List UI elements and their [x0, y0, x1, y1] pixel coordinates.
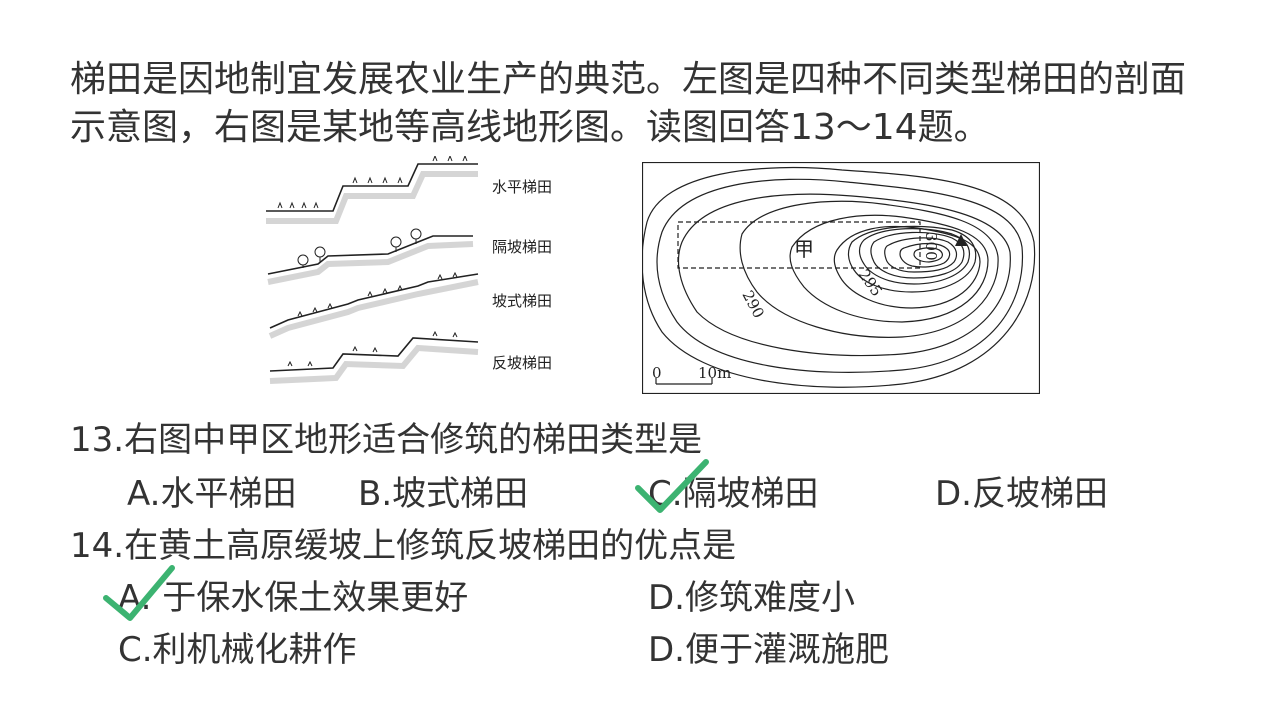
- slope-separated-terrace-profile: [267, 235, 473, 275]
- q14-option-1[interactable]: A. 于保水保土效果更好: [118, 578, 469, 618]
- label-slope-separated-terrace: 隔坡梯田: [492, 238, 552, 256]
- q14-option-2[interactable]: D.修筑难度小: [648, 578, 855, 618]
- intro-text: 梯田是因地制宜发展农业生产的典范。左图是四种不同类型梯田的剖面示意图，右图是某地…: [70, 59, 1187, 148]
- label-sloping-terrace: 坡式梯田: [492, 292, 552, 310]
- q14-option-3[interactable]: C.利机械化耕作: [118, 630, 357, 670]
- q13-checkmark-icon: [635, 459, 709, 513]
- q13-option-b[interactable]: B.坡式梯田: [358, 474, 529, 514]
- q14-checkmark-icon: [103, 565, 175, 621]
- contour-label-300: 300: [922, 232, 940, 261]
- q14-option-4[interactable]: D.便于灌溉施肥: [648, 630, 889, 670]
- region-label-jia: 甲: [794, 237, 814, 261]
- level-terrace-profile: [266, 163, 478, 212]
- scale-zero-label: 0: [652, 364, 662, 382]
- reverse-slope-terrace-profile: [269, 337, 479, 372]
- q13-stem: 13.右图中甲区地形适合修筑的梯田类型是: [70, 420, 703, 460]
- q13-option-a[interactable]: A.水平梯田: [127, 474, 297, 514]
- summit-triangle-icon: [955, 234, 967, 246]
- scale-distance-label: 10m: [698, 364, 731, 382]
- sloping-terrace-profile: [269, 273, 479, 329]
- q13-option-d[interactable]: D.反坡梯田: [935, 474, 1108, 514]
- contour-map-figure: 甲 290 295 300 0 10m: [642, 162, 1040, 394]
- terrace-profiles-figure: 水平梯田 隔坡梯田 坡式梯田 反坡梯田: [266, 156, 552, 384]
- label-level-terrace: 水平梯田: [492, 178, 552, 196]
- q14-stem: 14.在黄土高原缓坡上修筑反坡梯田的优点是: [70, 526, 737, 566]
- label-reverse-slope-terrace: 反坡梯田: [492, 354, 552, 372]
